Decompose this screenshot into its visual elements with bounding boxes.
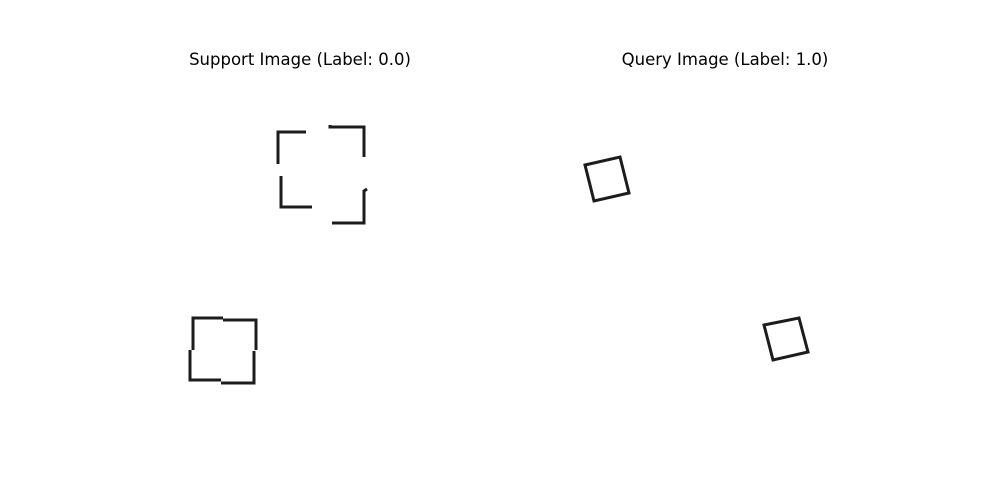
- support-square-segment-top-left: [191, 316, 223, 350]
- support-broken-square-corner-top-right: [328, 125, 366, 157]
- query-panel: Query Image (Label: 1.0): [550, 0, 900, 500]
- support-panel: Support Image (Label: 0.0): [125, 0, 475, 500]
- query-rotated-square-lower: [762, 316, 810, 362]
- support-panel-title: Support Image (Label: 0.0): [189, 50, 411, 69]
- support-square-segment-bottom-left: [188, 350, 221, 382]
- support-broken-square-corner-top-left: [276, 130, 306, 164]
- support-square-segment-top-right: [223, 318, 258, 350]
- query-panel-title: Query Image (Label: 1.0): [621, 50, 829, 69]
- query-rotated-square-upper: [583, 155, 631, 203]
- support-square-outline: [188, 316, 258, 385]
- support-square-segment-bottom-right: [221, 351, 256, 385]
- support-broken-square-outline: [276, 125, 368, 225]
- support-broken-square-corner-bottom-right: [332, 187, 368, 225]
- support-broken-square-corner-bottom-left: [279, 176, 312, 209]
